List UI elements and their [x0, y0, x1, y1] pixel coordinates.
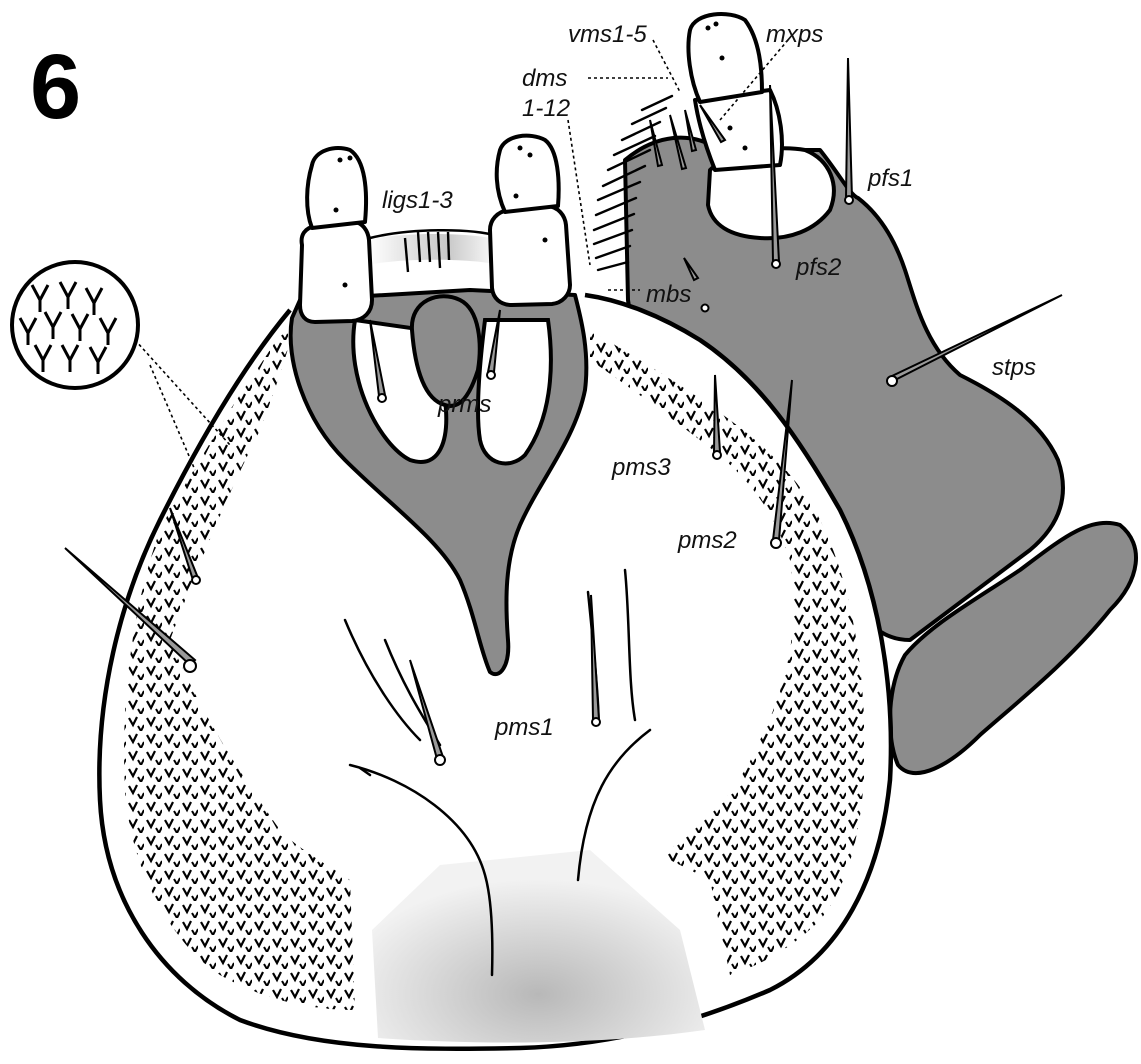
- label-ligs: ligs1-3: [382, 187, 453, 214]
- label-pms2: pms2: [677, 527, 737, 554]
- spine-inset: [12, 262, 230, 470]
- label-mxps: mxps: [766, 21, 823, 48]
- label-prms: prms: [437, 391, 491, 418]
- maxillary-palp-apex: [688, 14, 762, 102]
- label-mbs: mbs: [646, 281, 691, 308]
- label-dms: dms: [522, 65, 567, 92]
- label-pfs1: pfs1: [867, 165, 913, 192]
- label-stps: stps: [992, 354, 1036, 381]
- label-pfs2: pfs2: [795, 254, 841, 281]
- label-pms3: pms3: [611, 454, 671, 481]
- figure-number: 6: [30, 36, 81, 138]
- pfs1-seta: [846, 58, 852, 198]
- label-dms-range: 1-12: [522, 95, 570, 122]
- label-pms1: pms1: [494, 714, 554, 741]
- label-vms: vms1-5: [568, 21, 647, 48]
- ligula-bar: [368, 234, 500, 265]
